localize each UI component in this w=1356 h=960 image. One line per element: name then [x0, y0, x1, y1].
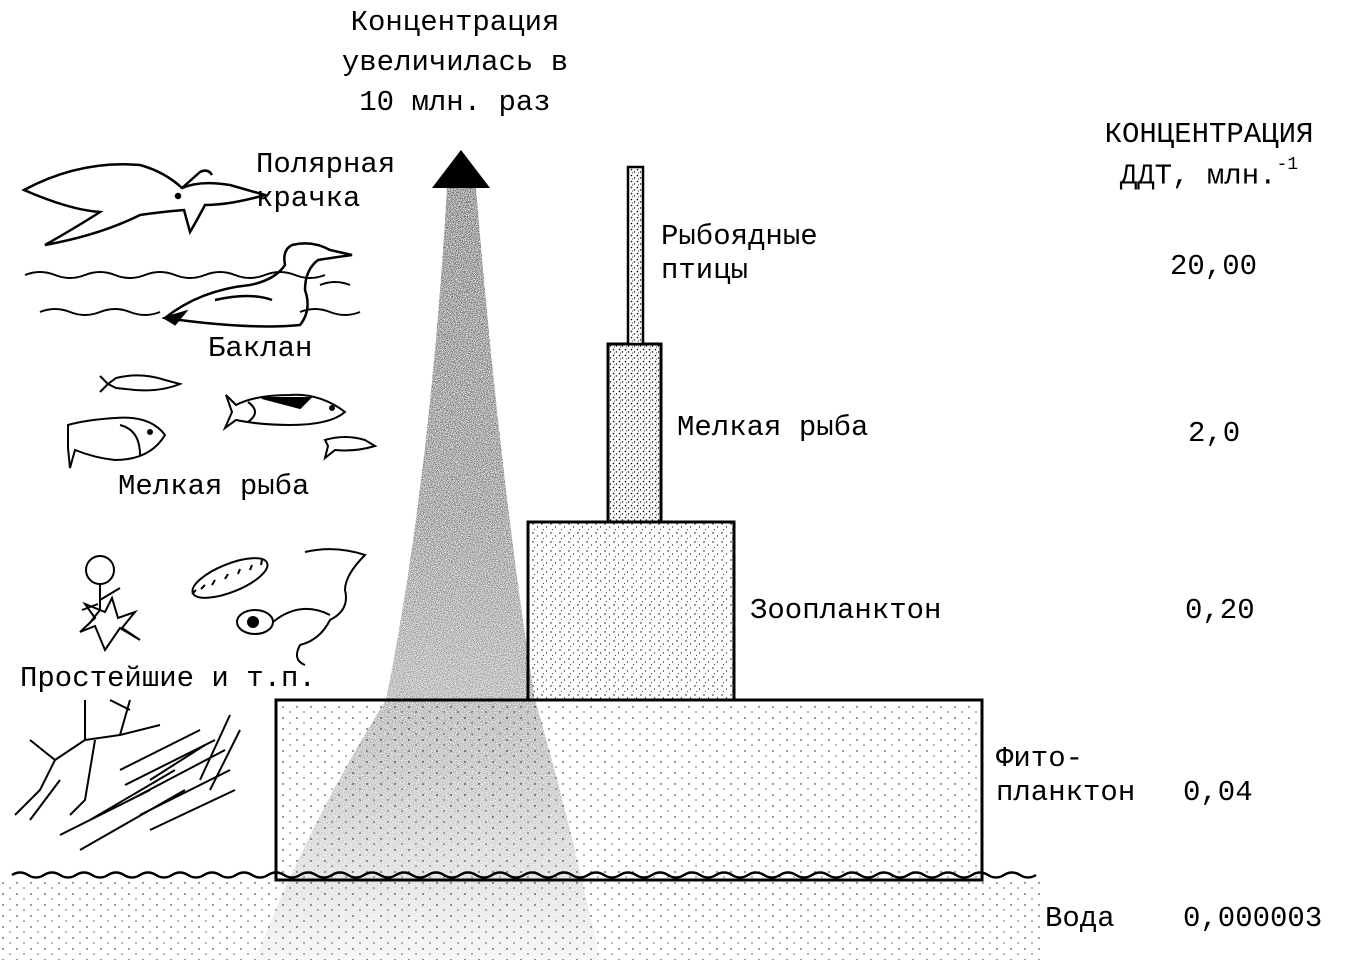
ddt-unit: ДДТ, млн. [1119, 159, 1277, 193]
protozoa-icon [79, 548, 367, 666]
fish-eating-birds-value: 20,00 [1170, 250, 1258, 283]
wave-lines [24, 271, 361, 316]
protozoa-label: Простейшие и т.п. [20, 662, 316, 695]
water-line [11, 871, 1037, 879]
fish-eating-birds-line-1: Рыбоядные [661, 220, 818, 253]
phytoplankton-line-2: планктон [996, 776, 1136, 809]
ddt-column-header: КОНЦЕНТРАЦИЯ ДДТ, млн.-1 [1078, 118, 1340, 194]
algae-icon [14, 699, 241, 851]
tern-label-line-2: крачка [256, 182, 361, 215]
fish-icon [67, 374, 378, 469]
small-fish-tier [606, 342, 663, 524]
title-line-1: Концентрация [350, 6, 560, 39]
ddt-header-line-2: ДДТ, млн.-1 [1078, 152, 1340, 194]
phytoplankton-label: Фито- планктон [996, 742, 1135, 810]
zooplankton-value: 0,20 [1185, 594, 1255, 627]
phytoplankton-line-1: Фито- [996, 742, 1084, 775]
zooplankton-label: Зоопланктон [750, 594, 942, 627]
water-label: Вода [1045, 902, 1115, 935]
phytoplankton-value: 0,04 [1183, 776, 1253, 809]
tern-label-line-1: Полярная [256, 148, 396, 181]
concentration-title: Концентрация увеличилась в 10 млн. раз [300, 6, 610, 120]
cormorant-label: Баклан [208, 332, 313, 365]
left-small-fish-label: Мелкая рыба [118, 470, 310, 503]
fish-eating-birds-label: Рыбоядные птицы [661, 220, 818, 288]
small-fish-value: 2,0 [1188, 417, 1241, 450]
water-value: 0,000003 [1183, 902, 1323, 935]
ddt-header-line-1: КОНЦЕНТРАЦИЯ [1104, 118, 1314, 151]
zooplankton-tier [526, 520, 736, 702]
tern-icon [21, 163, 270, 247]
title-line-2: увеличилась в [341, 46, 569, 79]
fish-eating-birds-tier [626, 165, 645, 346]
small-fish-label: Мелкая рыба [677, 411, 869, 444]
fish-eating-birds-line-2: птицы [661, 254, 749, 287]
upward-arrow-icon [255, 150, 600, 960]
title-line-3: 10 млн. раз [359, 86, 551, 119]
cormorant-icon [161, 242, 353, 328]
tern-label: Полярная крачка [256, 148, 395, 216]
ddt-unit-exponent: -1 [1276, 155, 1299, 175]
